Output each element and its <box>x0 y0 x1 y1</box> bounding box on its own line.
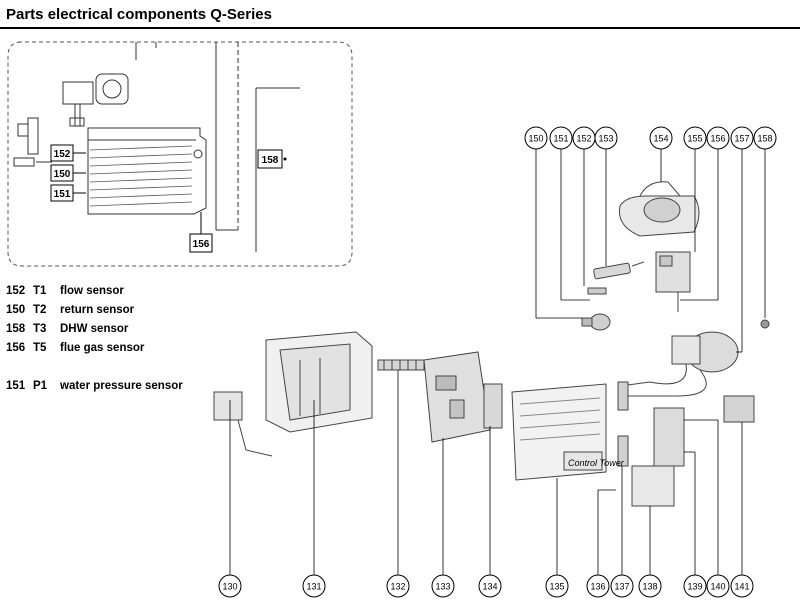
callout-label: 140 <box>710 582 725 592</box>
svg-text:156: 156 <box>193 239 210 250</box>
callout-label: 137 <box>614 582 629 592</box>
legend-desc: flue gas sensor <box>60 342 145 354</box>
callout-label: 139 <box>687 582 702 592</box>
inset-detail <box>7 41 353 267</box>
callout-label: 153 <box>598 134 613 144</box>
callout-131: 131 <box>302 574 326 598</box>
legend-num: 156 <box>6 342 26 354</box>
callout-label: 138 <box>642 582 657 592</box>
callout-label: 131 <box>306 582 321 592</box>
components-top <box>581 181 770 397</box>
callout-134: 134 <box>478 574 502 598</box>
legend-num: 152 <box>6 285 26 297</box>
svg-text:150: 150 <box>54 169 71 180</box>
callout-139: 139 <box>683 574 707 598</box>
callout-158: 158 <box>753 126 777 150</box>
callout-132: 132 <box>386 574 410 598</box>
callout-label: 134 <box>482 582 497 592</box>
legend-code: T3 <box>33 323 47 335</box>
legend-desc: flow sensor <box>60 285 124 297</box>
callout-label: 150 <box>528 134 543 144</box>
callout-label: 151 <box>553 134 568 144</box>
callout-label: 141 <box>734 582 749 592</box>
callout-130: 130 <box>218 574 242 598</box>
legend-desc: return sensor <box>60 304 135 316</box>
svg-text:151: 151 <box>54 189 71 200</box>
svg-text:158: 158 <box>262 155 279 166</box>
top-callouts: 150 151 152 153 154 155 156 157 158 <box>524 126 777 150</box>
inset-label-156: 156 <box>189 212 213 253</box>
legend-code: T2 <box>33 304 47 316</box>
callout-156: 156 <box>706 126 730 150</box>
callout-label: 155 <box>687 134 702 144</box>
callout-140: 140 <box>706 574 730 598</box>
legend-code: P1 <box>33 380 48 392</box>
components-bottom <box>213 331 755 507</box>
callout-153: 153 <box>594 126 618 150</box>
callout-136: 136 <box>586 574 610 598</box>
bottom-callouts: 130 131 132 133 134 135 136 137 138 139 140 141 <box>218 574 754 598</box>
inset-label-150: 150 <box>50 164 86 182</box>
callout-label: 135 <box>549 582 564 592</box>
legend-code: T5 <box>33 342 47 354</box>
callout-label: 156 <box>710 134 725 144</box>
inset-label-152: 152 <box>50 144 86 162</box>
title-rule <box>0 27 800 29</box>
callout-label: 157 <box>734 134 749 144</box>
callout-label: 133 <box>435 582 450 592</box>
callout-157: 157 <box>730 126 754 150</box>
callout-133: 133 <box>431 574 455 598</box>
legend-num: 150 <box>6 304 26 316</box>
legend-desc: DHW sensor <box>60 323 129 335</box>
callout-152: 152 <box>572 126 596 150</box>
svg-text:152: 152 <box>54 149 71 160</box>
legend-code: T1 <box>33 285 47 297</box>
callout-150: 150 <box>524 126 548 150</box>
callout-151: 151 <box>549 126 573 150</box>
callout-label: 152 <box>576 134 591 144</box>
callout-label: 154 <box>653 134 668 144</box>
callout-137: 137 <box>610 574 634 598</box>
legend-num: 151 <box>6 380 26 392</box>
legend-desc: water pressure sensor <box>60 380 183 392</box>
inset-label-151: 151 <box>50 184 86 202</box>
callout-154: 154 <box>649 126 673 150</box>
panel-text: Control Tower <box>568 458 625 468</box>
inset-label-158: 158 <box>257 149 287 169</box>
callout-label: 158 <box>757 134 772 144</box>
callout-label: 132 <box>390 582 405 592</box>
callout-138: 138 <box>638 574 662 598</box>
callout-135: 135 <box>545 574 569 598</box>
callout-141: 141 <box>730 574 754 598</box>
callout-label: 136 <box>590 582 605 592</box>
callout-label: 130 <box>222 582 237 592</box>
page-title: Parts electrical components Q-Series <box>6 6 272 23</box>
legend-num: 158 <box>6 323 26 335</box>
leader-lines <box>229 149 766 575</box>
callout-155: 155 <box>683 126 707 150</box>
